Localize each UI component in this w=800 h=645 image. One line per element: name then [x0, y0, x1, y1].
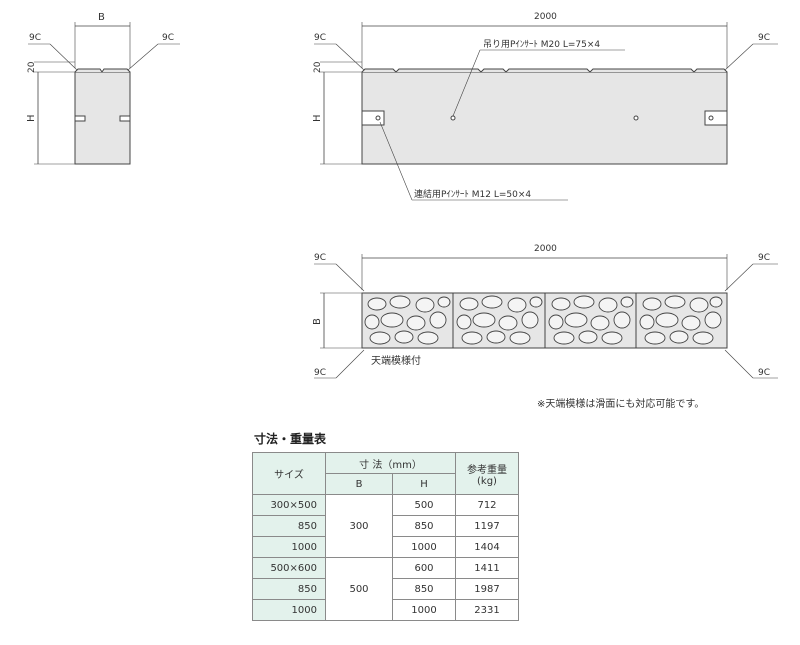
top-9c-top-left: 9C: [314, 253, 326, 263]
lift-insert-label: 吊り用Pｲﾝｻｰﾄ M20 L=75×4: [483, 39, 600, 50]
top-b-label: B: [312, 318, 323, 325]
side-left-insert: [74, 115, 86, 122]
row-weight: 1411: [455, 557, 519, 579]
top-pattern-label: 天端模様付: [371, 354, 421, 367]
top-view: [314, 254, 778, 379]
front-right-insert: [704, 110, 728, 126]
row-h: 600: [392, 557, 456, 579]
row-size: 1000: [252, 599, 326, 621]
front-view: [314, 22, 778, 201]
lift-insert-right: [633, 115, 639, 121]
front-view-body: [361, 71, 728, 165]
header-h: H: [392, 473, 456, 495]
header-dims: 寸 法（mm）: [325, 452, 456, 474]
row-weight: 712: [455, 494, 519, 516]
side-h-label: H: [26, 114, 37, 122]
row-size: 500×600: [252, 557, 326, 579]
row-h: 850: [392, 515, 456, 537]
row-b: 500: [325, 557, 393, 621]
table-header-row-1: サイズ 寸 法（mm） 参考重量 (kg): [252, 452, 519, 495]
row-h: 1000: [392, 536, 456, 558]
top-9c-top-right: 9C: [758, 253, 770, 263]
header-weight-line-2: (kg): [477, 475, 497, 487]
row-weight: 1404: [455, 536, 519, 558]
side-9c-left: 9C: [29, 33, 41, 43]
note-text: ※天端模様は滑面にも対応可能です。: [537, 397, 704, 410]
row-h: 1000: [392, 599, 456, 621]
table-row: 850 850 1197: [252, 515, 519, 537]
front-2000-label: 2000: [534, 12, 557, 22]
side-right-insert: [119, 115, 131, 122]
row-size: 850: [252, 515, 326, 537]
row-size: 1000: [252, 536, 326, 558]
row-b: 300: [325, 494, 393, 558]
table-title: 寸法・重量表: [254, 432, 327, 446]
row-weight: 1197: [455, 515, 519, 537]
header-weight-line-1: 参考重量: [467, 464, 507, 476]
top-9c-bottom-left: 9C: [314, 368, 326, 378]
side-9c-right: 9C: [162, 33, 174, 43]
row-weight: 2331: [455, 599, 519, 621]
table-header-row-2: B H: [253, 473, 519, 495]
row-h: 850: [392, 578, 456, 600]
row-size: 300×500: [252, 494, 326, 516]
table-row: 500×600 500 600 1411: [252, 557, 519, 621]
lift-insert-left: [450, 115, 456, 121]
header-size: サイズ: [252, 452, 326, 495]
stone-pattern: [364, 295, 723, 345]
connect-insert-label: 連結用Pｲﾝｻｰﾄ M12 L=50×4: [414, 188, 531, 200]
row-size: 850: [252, 578, 326, 600]
front-9c-left: 9C: [314, 33, 326, 43]
side-view: [28, 22, 180, 165]
front-20-label: 20: [313, 61, 323, 73]
side-b-label: B: [98, 12, 105, 23]
row-h: 500: [392, 494, 456, 516]
header-b: B: [325, 473, 393, 495]
top-2000-label: 2000: [534, 244, 557, 254]
table-row: 300×500 300 500 712: [252, 494, 519, 558]
table-row: 1000 1000 2331: [252, 599, 519, 621]
front-left-insert: [361, 110, 385, 126]
front-9c-right: 9C: [758, 33, 770, 43]
front-h-label: H: [312, 114, 323, 122]
top-9c-bottom-right: 9C: [758, 368, 770, 378]
row-weight: 1987: [455, 578, 519, 600]
side-20-label: 20: [27, 61, 37, 73]
header-weight: 参考重量 (kg): [455, 452, 519, 495]
dimension-weight-table: サイズ 寸 法（mm） 参考重量 (kg) B H 300×500 300 50…: [252, 452, 519, 621]
table-row: 1000 1000 1404: [252, 536, 519, 558]
